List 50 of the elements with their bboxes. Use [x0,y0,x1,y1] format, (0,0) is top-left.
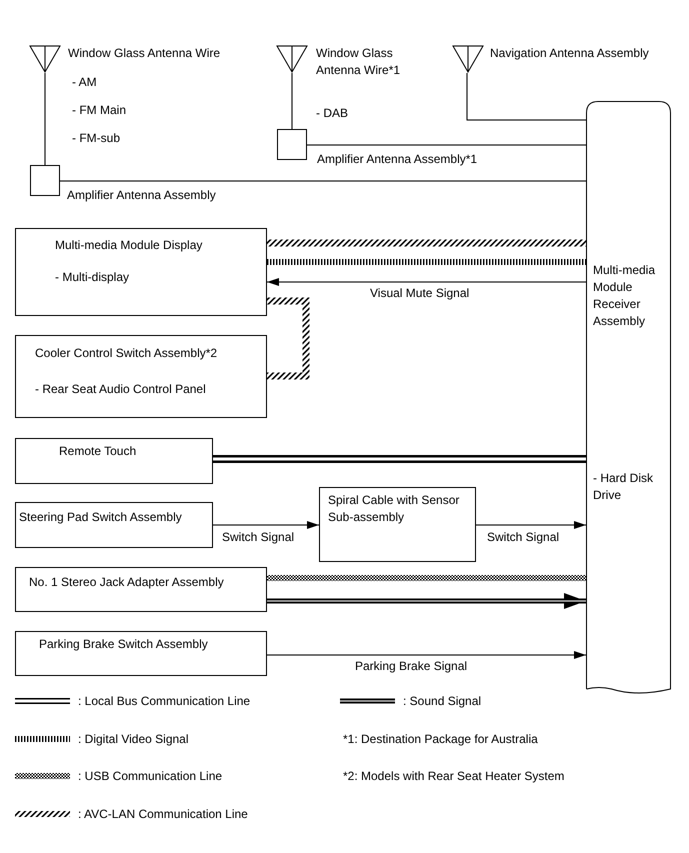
signal-arrow [476,521,586,529]
component-label: Amplifier Antenna Assembly [67,187,217,204]
legend-text: : USB Communication Line [78,768,222,785]
node-text: Spiral Cable with Sensor Sub-assembly [328,492,460,526]
node-text: - Hard Disk Drive [593,470,654,504]
edge-label: Switch Signal [222,530,294,545]
edge-label: Visual Mute Signal [370,286,470,301]
connector-line [306,144,586,146]
edge-label: Parking Brake Signal [355,659,468,674]
component-label: - FM-sub [72,130,121,147]
antenna-icon [29,45,61,73]
hatched-line [267,298,310,380]
node-text: Parking Brake Switch Assembly [39,636,209,653]
thick-arrow [267,593,586,609]
component-label: Window Glass Antenna Wire*1 [316,45,402,79]
legend-text: : Digital Video Signal [78,731,189,748]
amplifier-box [277,129,307,160]
footnote: *1: Destination Package for Australia [343,731,538,748]
node-text: Cooler Control Switch Assembly*2 [35,345,218,362]
antenna-icon [276,45,308,73]
legend-text: : Sound Signal [403,693,482,710]
node-text: Multi-media Module Receiver Assembly [593,262,656,330]
node-text: Remote Touch [59,443,138,460]
double-line [213,455,586,463]
connector-line [60,180,586,182]
node-text: Multi-media Module Display [55,237,204,254]
signal-arrow [266,278,586,286]
signal-arrow [212,521,320,529]
striped-line [267,259,586,265]
component-label: Navigation Antenna Assembly [490,45,650,62]
antenna-icon [452,45,484,73]
node-text: - Multi-display [55,269,130,286]
footnote: - DAB [316,105,348,122]
component-label: Window Glass Antenna Wire [68,45,222,62]
edge-label: Switch Signal [487,530,560,545]
component-label: Amplifier Antenna Assembly*1 [317,151,478,168]
node-text: No. 1 Stereo Jack Adapter Assembly [29,574,225,591]
signal-arrow [266,651,586,659]
legend-text: : Local Bus Communication Line [78,693,250,710]
footnote: *2: Models with Rear Seat Heater System [343,768,564,785]
connector-line [466,72,586,120]
component-label: - FM Main [72,102,127,119]
legend-text: : AVC-LAN Communication Line [78,806,248,823]
connector-line [44,72,46,166]
node-text: Steering Pad Switch Assembly [19,509,183,526]
amplifier-box [30,165,60,196]
node-text: - Rear Seat Audio Control Panel [35,381,207,398]
hatched-line [267,240,586,246]
checkered-line [267,575,586,581]
component-label: - AM [72,74,98,91]
